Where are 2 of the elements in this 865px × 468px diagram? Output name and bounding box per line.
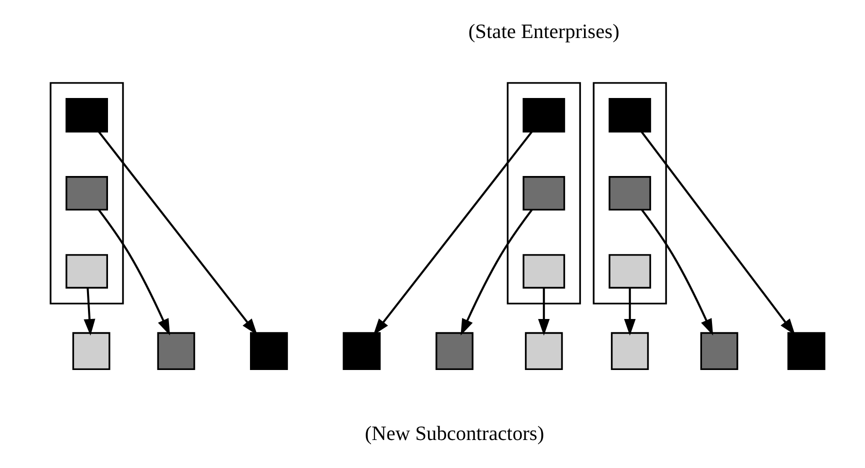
label: (New Subcontractors): [364, 422, 544, 445]
label: (State Enterprises): [468, 21, 619, 44]
